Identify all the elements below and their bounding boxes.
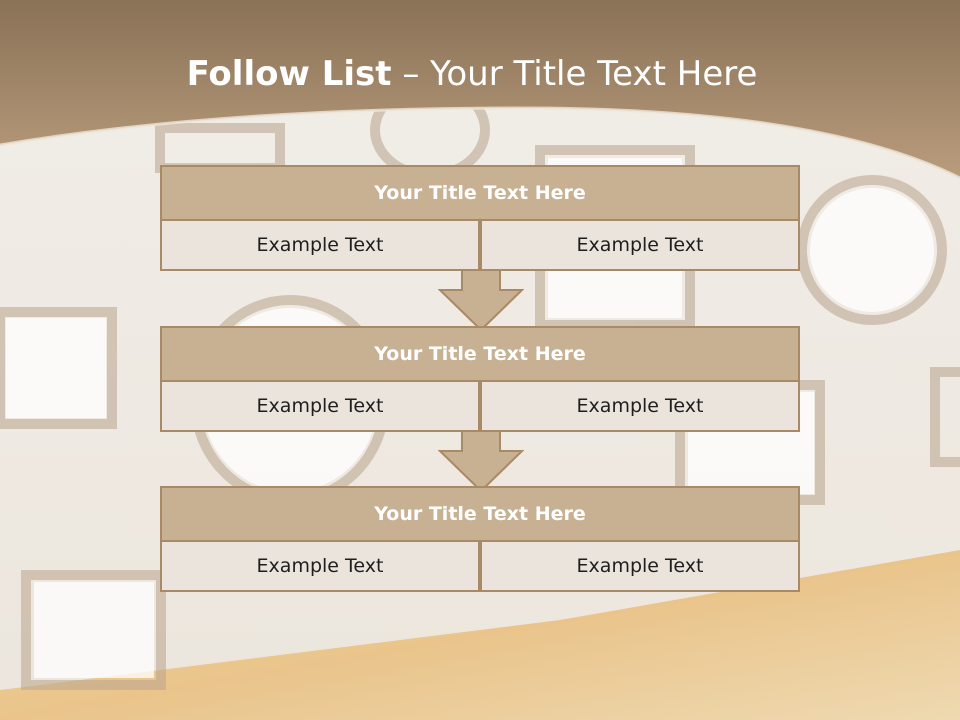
step-title: Your Title Text Here (160, 486, 800, 542)
down-arrow-icon (438, 431, 524, 493)
step-cell-left: Example Text (160, 382, 480, 432)
step-title: Your Title Text Here (160, 326, 800, 382)
step-block-2: Your Title Text Here Example Text Exampl… (160, 326, 800, 432)
step-cell-right: Example Text (480, 382, 800, 432)
down-arrow-icon (438, 270, 524, 332)
step-title: Your Title Text Here (160, 165, 800, 221)
step-block-1: Your Title Text Here Example Text Exampl… (160, 165, 800, 271)
slide-title-bold: Follow List (186, 54, 392, 94)
step-cell-right: Example Text (480, 542, 800, 592)
step-block-3: Your Title Text Here Example Text Exampl… (160, 486, 800, 592)
step-cell-left: Example Text (160, 542, 480, 592)
step-cell-left: Example Text (160, 221, 480, 271)
slide-title-rest: – Your Title Text Here (391, 54, 758, 94)
step-cell-right: Example Text (480, 221, 800, 271)
slide-title: Follow List – Your Title Text Here (0, 54, 944, 94)
wall-frames (0, 80, 960, 690)
